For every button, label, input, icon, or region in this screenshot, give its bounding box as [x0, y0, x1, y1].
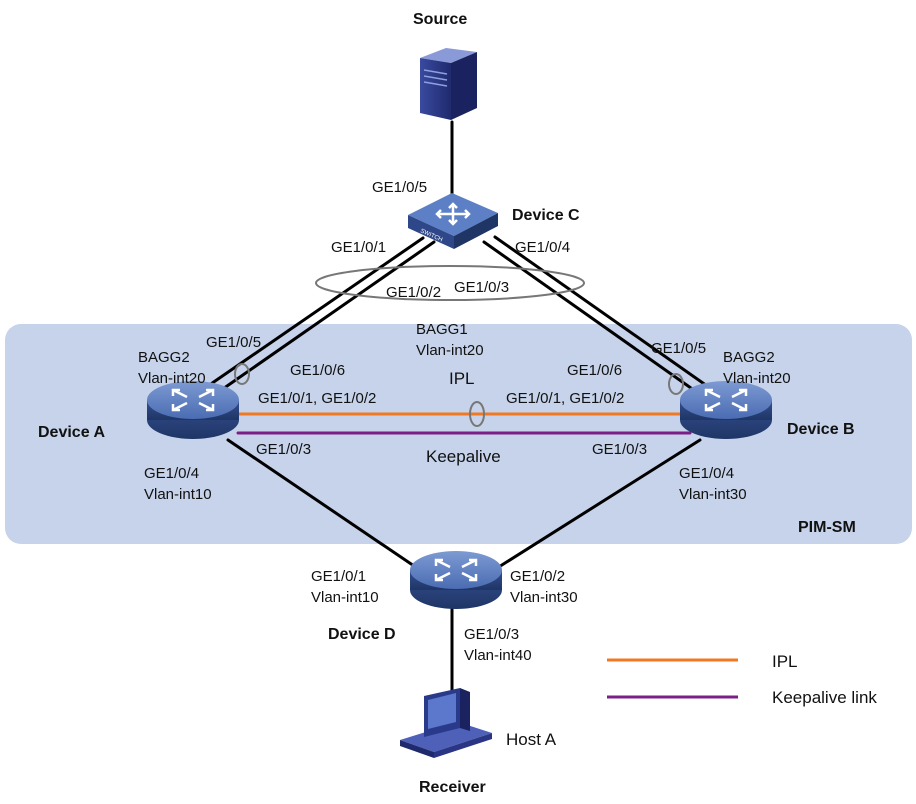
port-a-vlan10: Vlan-int10: [144, 486, 212, 503]
bagg1-ellipse-c: [315, 265, 585, 301]
ipl-ellipse: [469, 401, 485, 427]
port-d-ge103: GE1/0/3: [464, 626, 519, 643]
pim-sm-label: PIM-SM: [798, 519, 856, 536]
ipl-label: IPL: [449, 369, 475, 388]
bagg2-ellipse-a: [234, 363, 250, 385]
port-d-ge101: GE1/0/1: [311, 568, 366, 585]
link-a-d: [226, 438, 422, 572]
port-b-ge104: GE1/0/4: [679, 465, 734, 482]
port-b-bagg2-vlan: Vlan-int20: [723, 370, 791, 387]
server-icon: [420, 48, 477, 120]
link-b-d: [492, 438, 702, 572]
port-c-ge103: GE1/0/3: [454, 279, 509, 296]
link-c-b-1: [482, 240, 700, 395]
port-d-vlan30: Vlan-int30: [510, 589, 578, 606]
device-d-label: Device D: [328, 626, 396, 643]
port-b-bagg2: BAGG2: [723, 349, 775, 366]
port-b-vlan30: Vlan-int30: [679, 486, 747, 503]
port-c-ge101: GE1/0/1: [331, 239, 386, 256]
device-c-label: Device C: [512, 207, 580, 224]
port-a-ge103: GE1/0/3: [256, 441, 311, 458]
port-a-ge106: GE1/0/6: [290, 362, 345, 379]
port-b-ge106: GE1/0/6: [567, 362, 622, 379]
port-a-bagg2: BAGG2: [138, 349, 190, 366]
link-c-a-1: [203, 236, 425, 390]
device-a-router-icon: [147, 381, 239, 439]
links: [203, 120, 712, 692]
legend-ipl-label: IPL: [772, 652, 798, 671]
port-c-ge102: GE1/0/2: [386, 284, 441, 301]
port-d-ge102: GE1/0/2: [510, 568, 565, 585]
port-b-ge103: GE1/0/3: [592, 441, 647, 458]
port-a-ge101-102: GE1/0/1, GE1/0/2: [258, 390, 376, 407]
legend-keepalive-label: Keepalive link: [772, 688, 877, 707]
receiver-title: Receiver: [419, 779, 486, 796]
port-b-ge101-102: GE1/0/1, GE1/0/2: [506, 390, 624, 407]
device-a-label: Device A: [38, 424, 105, 441]
device-c-switch-icon: SWITCH: [408, 193, 498, 249]
port-c-ge104: GE1/0/4: [515, 239, 570, 256]
device-b-label: Device B: [787, 421, 855, 438]
source-title: Source: [413, 11, 467, 28]
port-d-vlan10: Vlan-int10: [311, 589, 379, 606]
device-b-router-icon: [680, 381, 772, 439]
port-a-bagg2-vlan: Vlan-int20: [138, 370, 206, 387]
legend: IPL Keepalive link: [607, 652, 877, 707]
host-computer-icon: [400, 688, 492, 758]
port-a-ge104: GE1/0/4: [144, 465, 199, 482]
port-c-ge105: GE1/0/5: [372, 179, 427, 196]
keepalive-label: Keepalive: [426, 447, 501, 466]
bagg1-vlan-label: Vlan-int20: [416, 342, 484, 359]
device-d-router-icon: [410, 551, 502, 609]
host-a-label: Host A: [506, 730, 557, 749]
port-b-ge105: GE1/0/5: [651, 340, 706, 357]
bagg1-label: BAGG1: [416, 321, 468, 338]
port-d-vlan40: Vlan-int40: [464, 647, 532, 664]
bagg2-ellipse-b: [668, 373, 684, 395]
port-a-ge105: GE1/0/5: [206, 334, 261, 351]
link-c-b-2: [493, 235, 712, 390]
